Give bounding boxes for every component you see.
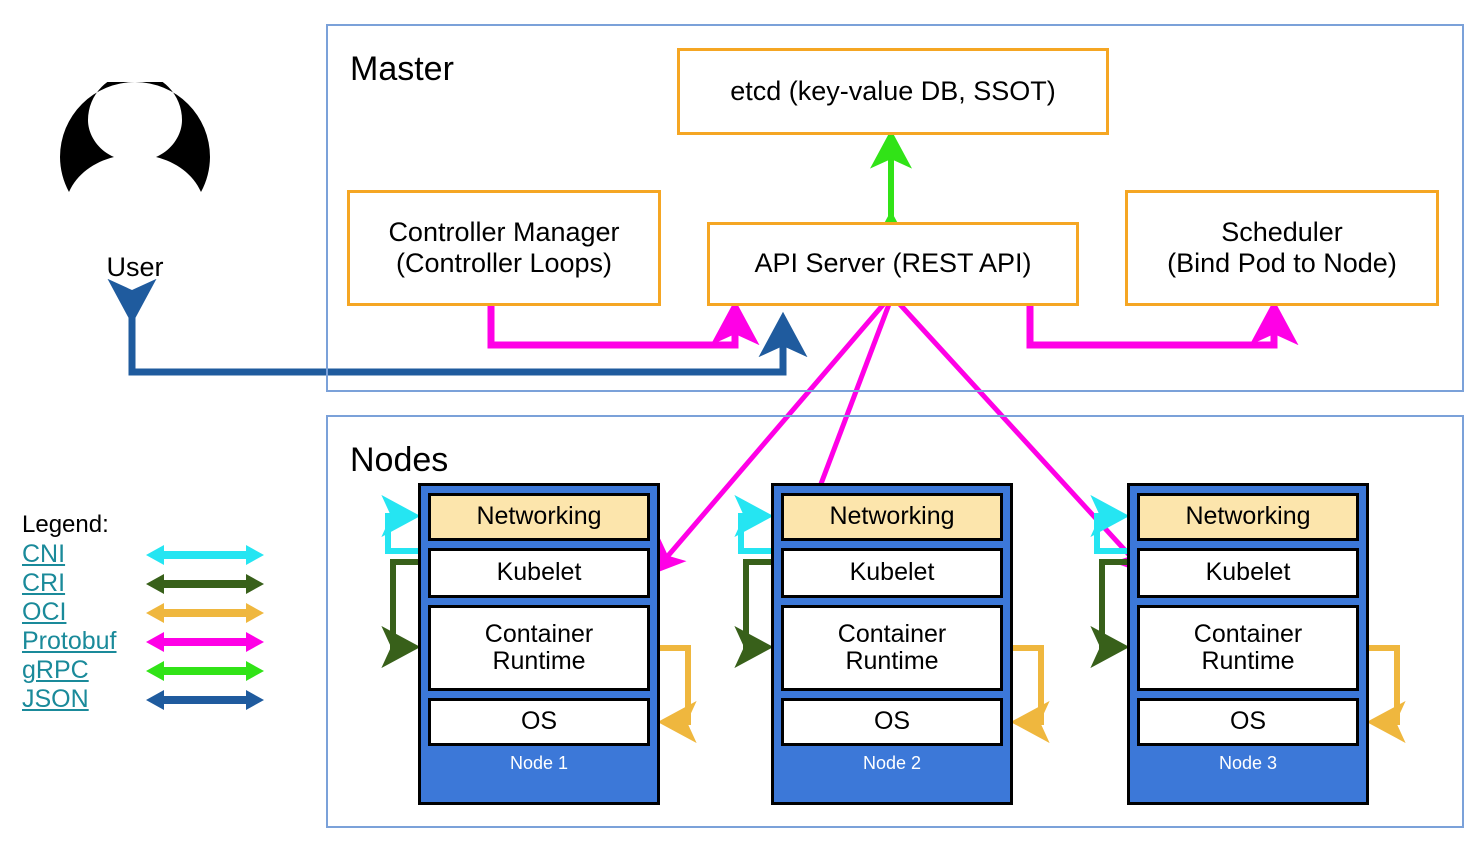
node-layer-label: Networking — [476, 502, 602, 531]
node-card[interactable]: Networking Kubelet Container Runtime OS … — [418, 483, 660, 805]
legend-arrow-cri — [146, 573, 264, 594]
legend-item-grpc[interactable]: gRPC — [22, 656, 266, 685]
controller-manager-label-line1: Controller Manager — [388, 216, 620, 247]
node-layer-label-line2: Runtime — [1201, 647, 1295, 675]
legend-label: Protobuf — [22, 627, 117, 656]
node-layer-label-line1: Container — [837, 619, 947, 648]
etcd-label: etcd (key-value DB, SSOT) — [730, 75, 1056, 106]
node-layer-label: Networking — [1185, 502, 1311, 531]
node-layer-networking[interactable]: Networking — [428, 493, 650, 541]
node-layer-networking[interactable]: Networking — [1137, 493, 1359, 541]
scheduler-label-line1: Scheduler — [1221, 216, 1343, 247]
node-layer-label: Kubelet — [496, 558, 582, 587]
legend-arrow-oci — [146, 602, 264, 623]
legend-label: CRI — [22, 569, 66, 598]
legend-label: gRPC — [22, 656, 89, 685]
api-server-label: API Server (REST API) — [754, 248, 1032, 279]
legend-item-oci[interactable]: OCI — [22, 598, 266, 627]
legend-item-json[interactable]: JSON — [22, 685, 266, 714]
api-server-box[interactable]: API Server (REST API) — [707, 222, 1079, 306]
legend-item-cni[interactable]: CNI — [22, 540, 266, 569]
node-layer-label-line2: Runtime — [845, 647, 939, 675]
legend-label: CNI — [22, 540, 66, 569]
node-layer-container-runtime[interactable]: Container Runtime — [1137, 605, 1359, 691]
node-layer-os[interactable]: OS — [781, 698, 1003, 746]
node-name-label: Node 2 — [862, 753, 922, 773]
node-layer-container-runtime[interactable]: Container Runtime — [781, 605, 1003, 691]
controller-manager-box[interactable]: Controller Manager (Controller Loops) — [347, 190, 661, 306]
legend-title: Legend: — [22, 511, 109, 538]
node-layer-label-line1: Container — [484, 619, 594, 648]
node-layer-label-line1: Container — [1193, 619, 1303, 648]
scheduler-box[interactable]: Scheduler (Bind Pod to Node) — [1125, 190, 1439, 306]
node-layer-label: Kubelet — [1205, 558, 1291, 587]
user-label: User — [106, 252, 164, 282]
legend-item-cri[interactable]: CRI — [22, 569, 266, 598]
nodes-group — [326, 415, 1464, 828]
legend: Legend: CNI CRI OCI Protobuf — [22, 511, 266, 714]
node-layer-label: Kubelet — [849, 558, 935, 587]
node-layer-kubelet[interactable]: Kubelet — [781, 548, 1003, 598]
node-layer-label: OS — [520, 707, 558, 736]
node-layer-label-line2: Runtime — [492, 647, 586, 675]
node-card[interactable]: Networking Kubelet Container Runtime OS … — [1127, 483, 1369, 805]
node-layer-label: Networking — [829, 502, 955, 531]
legend-item-protobuf[interactable]: Protobuf — [22, 627, 266, 656]
scheduler-label-line2: (Bind Pod to Node) — [1167, 248, 1397, 278]
legend-arrow-json — [146, 689, 264, 710]
node-layer-kubelet[interactable]: Kubelet — [428, 548, 650, 598]
node-layer-os[interactable]: OS — [428, 698, 650, 746]
node-name-label: Node 1 — [509, 753, 569, 773]
node-layer-label: OS — [873, 707, 911, 736]
node-card[interactable]: Networking Kubelet Container Runtime OS … — [771, 483, 1013, 805]
nodes-group-title: Nodes — [350, 441, 449, 479]
etcd-box[interactable]: etcd (key-value DB, SSOT) — [677, 48, 1109, 135]
node-layer-networking[interactable]: Networking — [781, 493, 1003, 541]
master-group — [326, 24, 1464, 392]
node-layer-kubelet[interactable]: Kubelet — [1137, 548, 1359, 598]
node-layer-os[interactable]: OS — [1137, 698, 1359, 746]
legend-arrow-cni — [146, 544, 264, 565]
user-avatar-icon — [60, 73, 210, 226]
node-layer-container-runtime[interactable]: Container Runtime — [428, 605, 650, 691]
legend-label: JSON — [22, 685, 89, 714]
node-name-label: Node 3 — [1218, 753, 1278, 773]
master-group-title: Master — [350, 50, 454, 88]
legend-arrow-protobuf — [146, 631, 264, 652]
legend-arrow-grpc — [146, 660, 264, 681]
legend-label: OCI — [22, 598, 67, 627]
controller-manager-label-line2: (Controller Loops) — [395, 248, 613, 278]
node-layer-label: OS — [1229, 707, 1267, 736]
